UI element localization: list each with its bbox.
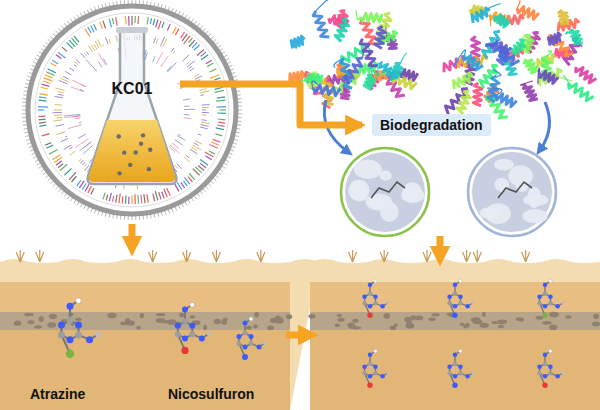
flow-arrow: [437, 236, 444, 256]
flow-arrow: [286, 332, 308, 339]
molecule-model: [175, 302, 212, 354]
process-box: Biodegradation: [372, 114, 491, 136]
binding-pocket: [468, 148, 556, 236]
genome-ring: [22, 0, 242, 220]
compound-label: Nicosulfuron: [168, 386, 254, 402]
molecule-model: [362, 349, 390, 388]
molecule-model: [537, 279, 565, 318]
flow-arrow: [540, 102, 549, 150]
molecule-model: [236, 317, 267, 360]
soil-panel: [0, 250, 319, 410]
binding-pocket: [341, 148, 429, 236]
molecule-model: [362, 279, 390, 318]
node-text: Biodegradation: [380, 117, 483, 133]
flask-shape: KC01: [84, 26, 180, 188]
compound-label: Atrazine: [30, 386, 85, 402]
protein-structure: [290, 0, 418, 108]
soil-panel: [308, 250, 600, 410]
molecule-model: [58, 298, 101, 358]
protein-structure: [444, 0, 596, 118]
flow-arrow: [180, 84, 362, 125]
flow-arrow: [129, 224, 136, 246]
node-text: KC01: [84, 80, 180, 98]
molecule-model: [537, 349, 565, 388]
molecule-model: [447, 349, 475, 388]
flask-outline: [84, 26, 180, 188]
molecule-model: [447, 279, 475, 318]
